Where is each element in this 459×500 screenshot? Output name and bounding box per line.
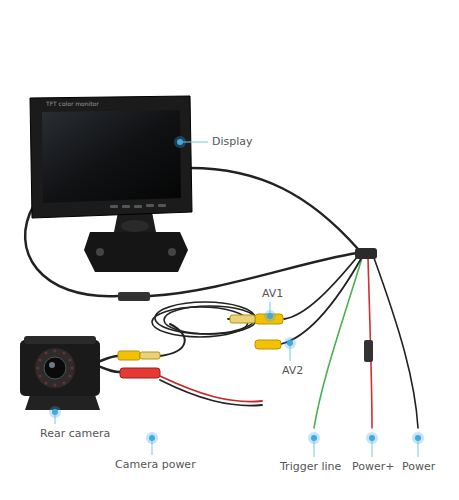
callout-label: AV1	[262, 287, 283, 300]
leader-lines	[55, 142, 418, 457]
callout-label: Power+	[352, 460, 394, 473]
callout-label: Camera power	[115, 458, 196, 471]
callout-label: Trigger line	[280, 460, 341, 473]
monitor	[30, 96, 192, 272]
callout-dots	[49, 136, 424, 444]
callout-label: Power	[402, 460, 435, 473]
rear-camera	[20, 336, 100, 410]
screen-brand-text: TFT color monitor	[46, 100, 99, 108]
callout-label: Rear camera	[40, 427, 110, 440]
callout-label: AV2	[282, 364, 303, 377]
callout-label: Display	[212, 135, 253, 148]
